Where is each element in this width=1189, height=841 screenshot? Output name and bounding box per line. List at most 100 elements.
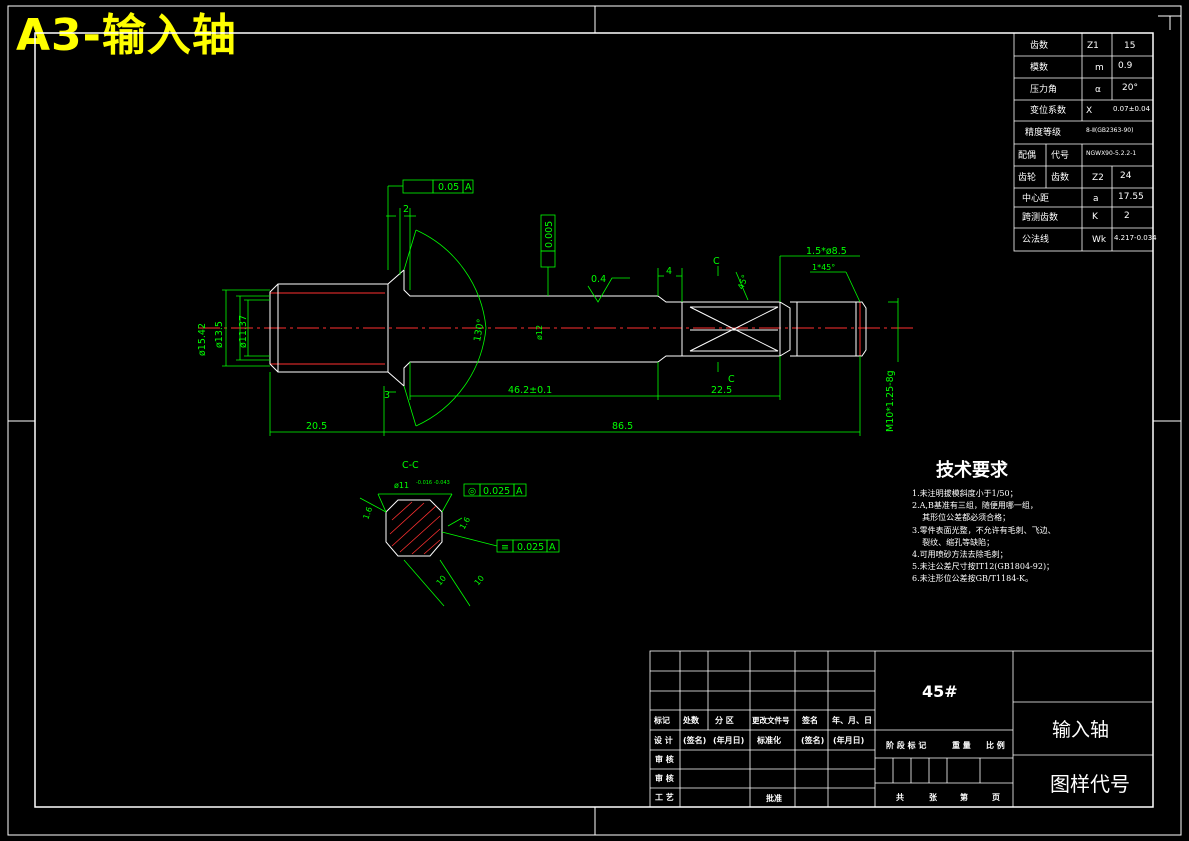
gt-val-8: 2: [1124, 211, 1130, 221]
section-c-top: C: [713, 256, 720, 267]
gt-val-9: 4.217-0.034: [1114, 234, 1157, 242]
technical-requirements: 技术要求 1.未注明拔模斜度小于1/50； 2.A,B基准有三组，随便用哪一组，…: [912, 456, 1056, 586]
tb-l-2: 工 艺: [655, 792, 674, 802]
tb-h-0: 标记: [653, 715, 670, 725]
tb-approve: 批准: [766, 793, 782, 803]
dim-d13: ø13.5: [214, 321, 225, 348]
tb-d-2: (年月日): [713, 735, 744, 745]
outer-border: [7, 5, 1182, 836]
dim-2: 2: [403, 204, 409, 215]
tb-sheet-0: 共: [896, 792, 904, 802]
dim-86: 86.5: [612, 421, 633, 432]
dim-runout-ref: A: [465, 182, 472, 193]
dim-3: 3: [384, 390, 390, 401]
section-c-c: C-C ø11 -0.016 -0.043 ◎ 0.025 A ≡ 0.025 …: [359, 460, 560, 607]
dim-angle45: 45°: [736, 273, 751, 291]
dim-d12: ø12: [535, 325, 544, 340]
section-w10a: 10: [435, 574, 448, 588]
tb-h-5: 年、月、日: [832, 715, 872, 725]
gt-label-6: 齿轮: [1018, 171, 1036, 183]
tech-heading: 技术要求: [936, 460, 1008, 481]
tb-stage-2: 比 例: [986, 740, 1005, 750]
sym-symbol: ≡: [501, 542, 509, 553]
section-c-bottom: C: [728, 374, 735, 385]
drawing-title: A3-输入轴: [16, 10, 237, 61]
tech-line-6: 4.可用喷砂方法去除毛刺；: [912, 550, 1008, 560]
gt-sym-7: a: [1093, 194, 1099, 204]
shaft-main-view: [198, 268, 915, 388]
tb-d-0: 设 计: [654, 735, 673, 745]
tb-l-0: 审 核: [655, 754, 674, 764]
dimension-lines: [222, 179, 899, 436]
section-dia-tol: -0.016 -0.043: [416, 480, 450, 486]
inner-border: [34, 32, 1154, 808]
gt-sym-9: Wk: [1092, 235, 1107, 245]
dim-runout: 0.05: [438, 182, 459, 193]
gt-val-0: 15: [1124, 41, 1135, 51]
tb-stage-1: 重 量: [952, 740, 971, 750]
dim-20: 20.5: [306, 421, 327, 432]
tech-line-5: 裂纹、缩孔等缺陷；: [912, 537, 995, 547]
tb-l-1: 审 核: [655, 773, 674, 783]
gt-sym-2: α: [1095, 85, 1101, 95]
gt-val-7: 17.55: [1118, 192, 1144, 202]
tb-d-3: 标准化: [756, 735, 781, 745]
conc-symbol: ◎: [468, 486, 476, 497]
dim-d15: ø15.42: [197, 323, 208, 356]
tech-line-8: 6.未注形位公差按GB/T1184-K。: [912, 574, 1033, 584]
gt-val-2: 20°: [1122, 83, 1138, 93]
dim-thread: M10*1.25-8g: [885, 370, 896, 432]
gt-val-1: 0.9: [1118, 61, 1133, 71]
gt-val-6: Z2: [1092, 173, 1104, 183]
section-r16: 1.6: [458, 515, 472, 531]
gt-sym-0: Z1: [1087, 41, 1099, 51]
gt-label-1: 模数: [1030, 61, 1048, 73]
gt-sym-1: m: [1095, 63, 1104, 73]
tb-h-2: 分 区: [715, 715, 734, 725]
gt-label-9: 公法线: [1022, 233, 1049, 245]
gt-sym-5: 代号: [1051, 150, 1069, 161]
gt-label-3: 变位系数: [1030, 104, 1066, 116]
gear-parameter-table: [1013, 32, 1154, 252]
dim-angle130: 130°: [472, 318, 487, 342]
gt-val2-6: 24: [1120, 171, 1132, 181]
tech-line-3: 其形位公差都必须合格；: [912, 513, 1011, 523]
gt-label-5: 配偶: [1018, 149, 1036, 161]
tb-sheet-1: 张: [929, 793, 938, 802]
gt-label-8: 跨测齿数: [1022, 211, 1058, 223]
tb-drawing-code: 图样代号: [1050, 772, 1130, 796]
section-dia: ø11: [394, 481, 409, 490]
gt-val-3: 0.07±0.04: [1113, 105, 1151, 113]
tb-sheet-2: 第: [960, 792, 968, 802]
gt-label-7: 中心距: [1022, 192, 1049, 204]
dim-chamfer2: 1*45°: [812, 263, 835, 272]
tech-line-2: 2.A,B基准有三组，随便用哪一组，: [912, 501, 1038, 511]
gt-sym-6: 齿数: [1051, 171, 1069, 183]
tb-d-5: (年月日): [833, 735, 864, 745]
gt-sym-3: X: [1086, 106, 1092, 116]
gt-label-4: 精度等级: [1025, 126, 1061, 138]
dim-46: 46.2±0.1: [508, 385, 552, 396]
tb-stage-0: 阶 段 标 记: [886, 740, 926, 750]
tb-sheet-3: 页: [992, 793, 1000, 802]
dim-chamfer1: 1.5*ø8.5: [806, 246, 847, 257]
tb-part-name: 输入轴: [1052, 719, 1109, 741]
tech-line-7: 5.未注公差尺寸按IT12(GB1804-92)；: [912, 562, 1055, 572]
tb-h-4: 签名: [801, 715, 818, 725]
title-block: [649, 650, 1154, 808]
gt-sym-8: K: [1092, 212, 1099, 222]
section-sym-ref: A: [549, 542, 556, 553]
section-sym: 0.025: [517, 542, 544, 553]
tb-h-3: 更改文件号: [752, 715, 790, 725]
tech-line-1: 1.未注明拔模斜度小于1/50；: [912, 489, 1018, 498]
dim-4: 4: [666, 266, 672, 277]
gt-val-4: 8-Ⅱ(GB2363-90): [1086, 127, 1133, 134]
gt-val-5: NGWX90-5.2.2-1: [1086, 150, 1136, 157]
tech-line-4: 3.零件表面光整，不允许有毛刺、飞边、: [912, 525, 1056, 535]
tb-h-1: 处数: [682, 715, 700, 725]
tb-d-1: (签名): [683, 735, 706, 745]
section-title: C-C: [402, 460, 419, 471]
dim-22: 22.5: [711, 385, 732, 396]
dim-flat: 0.005: [544, 221, 555, 248]
